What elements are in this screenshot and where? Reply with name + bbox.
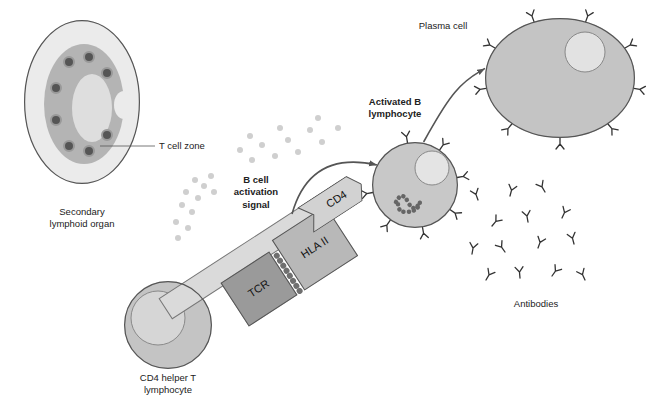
lymphoid-follicle [102,68,112,78]
free-antibody [522,210,532,222]
plasma-cell-body [565,32,605,72]
signal-particle [295,149,301,155]
signal-particle [277,125,283,131]
free-antibody [534,236,545,249]
signal-particle [192,177,198,183]
lymphoid-follicle [51,115,61,125]
surface-antibody [361,131,469,239]
plasma-cell-body [485,18,635,138]
cell-caption: CD4 helper T lymphocyte [137,372,199,396]
b-cell-body [372,142,458,228]
signal-particle [237,147,243,153]
signal-particle [247,133,253,139]
signal-particle [175,235,181,241]
signal-label: B cell activation signal [230,174,282,211]
signal-particle [179,202,185,208]
signal-particle [307,127,313,133]
molecule-label: TCR [246,277,272,301]
plasma-cell-outline [485,18,635,138]
plasma-cell-body [485,18,635,138]
part-label: T cell zone [159,140,229,152]
signal-particle [335,125,341,131]
free-antibody [536,180,548,194]
signal-particle [201,183,207,189]
molecule-label: HLA II [298,234,331,262]
signal-particle [185,225,191,231]
signal-particle [272,153,278,159]
cd4-molecule-outline [298,172,369,232]
signal-particle [315,115,321,121]
lymphoid-follicle [51,52,112,156]
signal-particle [195,195,201,201]
t-cell-outline [124,281,212,369]
lymphoid-organ [24,20,140,184]
process-arrow [424,68,485,142]
organ-outline: Secondary lymphoid organ [24,20,140,184]
free-antibody [515,267,524,279]
b-cell-outline [373,143,458,228]
surface-antibody [402,131,412,143]
surface-antibody [361,189,373,199]
plasma-surface-antibody [474,84,486,94]
free-antibody [470,188,481,201]
cell-caption: Plasma cell [413,20,473,32]
free-antibody [549,265,562,279]
free-antibody [558,206,570,219]
cell-caption: Secondary lymphoid organ [42,206,122,230]
lymphoid-organ [24,20,140,184]
t-cell-outline [125,282,212,369]
lymphoid-follicle [84,146,94,156]
organ-outline-outline [25,21,140,184]
t-cell: CD4 helper T lymphocyte [124,281,212,369]
b-cell-body [396,196,420,212]
signal-particle [183,189,189,195]
plasma-surface-antibody [633,84,645,94]
b-cell-body [415,151,449,185]
free-antibody [468,180,589,282]
free-antibody [489,215,502,229]
free-antibody [567,232,578,245]
lymphoid-organ [114,91,134,119]
plasma-cell: Plasma cell [485,18,635,138]
lymphoid-follicle [51,83,61,93]
lymphoid-follicle [84,52,94,62]
free-antibody [495,241,508,255]
free-antibody [483,268,495,282]
lymphoid-follicle [102,130,112,140]
signal-particle [208,173,214,179]
surface-antibody [457,172,469,182]
group-label: Antibodies [505,298,567,310]
signal-particle [259,142,265,148]
lymphoid-follicle [64,57,74,67]
signal-particle [189,209,195,215]
cell-caption: Activated B lymphocyte [362,96,428,120]
signal-particle [211,189,217,195]
signal-particle [319,139,325,145]
lymphoid-organ [72,74,112,142]
b-cell-outline [372,142,458,228]
free-antibody [468,242,478,254]
b-cell: Activated B lymphocyte [372,142,458,228]
signal-particle [249,157,255,163]
leader-line [100,146,155,147]
free-antibody [506,184,517,197]
plasma-cell-outline [486,19,635,138]
lymphoid-follicle [64,141,74,151]
surface-antibody [419,227,429,239]
free-antibody [577,268,589,281]
plasma-surface-antibody [556,138,564,149]
plasma-surface-antibody [474,10,645,149]
b-cell-body [372,142,458,228]
signal-particle [173,219,179,225]
signal-particle [285,137,291,143]
organ-outline-outline [24,20,140,184]
